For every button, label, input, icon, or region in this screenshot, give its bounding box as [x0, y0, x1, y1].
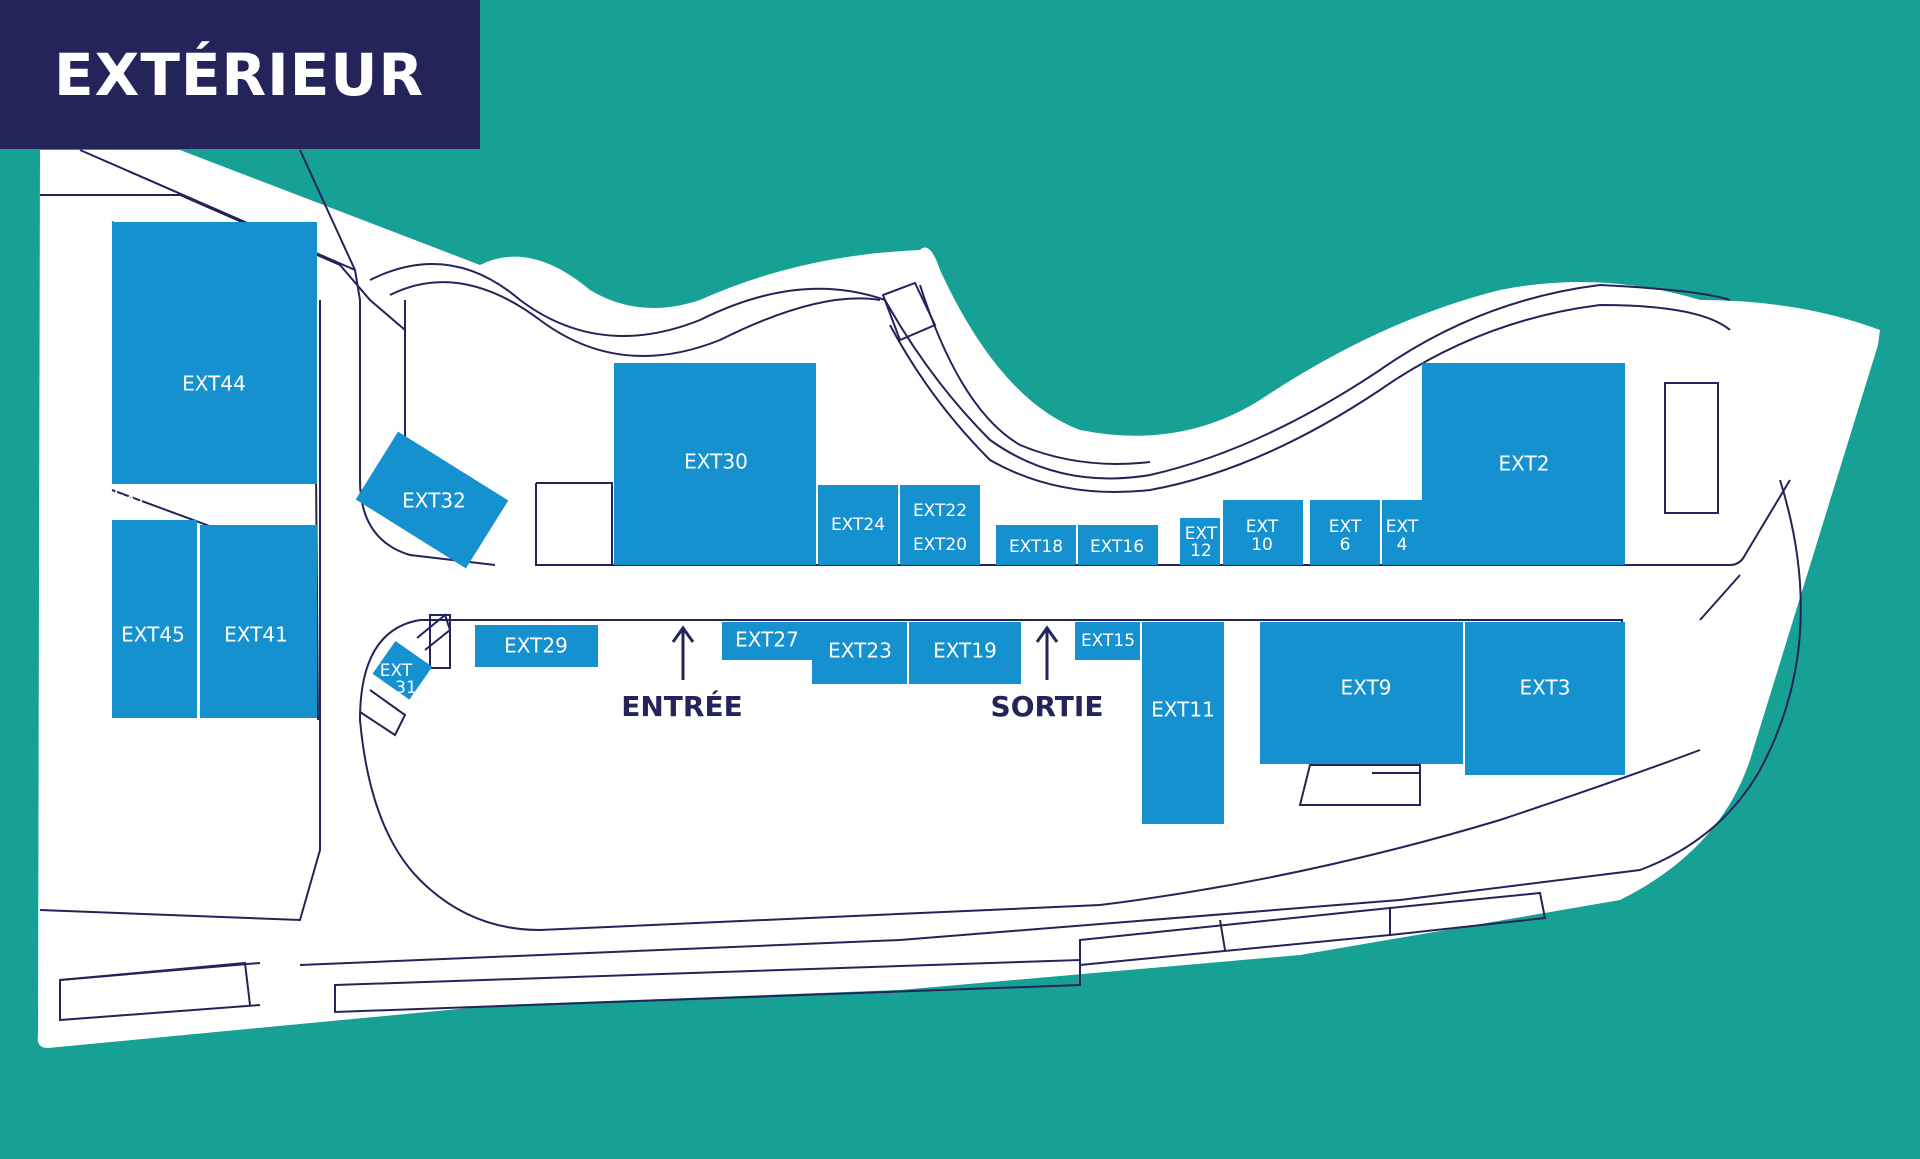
lot-label: EXT18 — [1009, 537, 1063, 557]
lot-ext23[interactable] — [812, 622, 907, 684]
lot-ext11[interactable] — [1142, 622, 1224, 824]
lot-label: 12 — [1190, 541, 1212, 561]
lot-ext45[interactable] — [112, 520, 197, 718]
lot-label: EXT2 — [1499, 452, 1550, 476]
lot-label: 4 — [1397, 535, 1408, 555]
lot-label: EXT3 — [1520, 676, 1571, 700]
lot-ext44[interactable] — [112, 222, 317, 484]
lot-label: EXT45 — [121, 623, 185, 647]
lot-ext2[interactable] — [1422, 363, 1625, 565]
lot-label: EXT20 — [913, 535, 967, 555]
lot-label: EXT24 — [831, 515, 885, 535]
lot-label: EXT — [380, 661, 413, 681]
lot-label: 6 — [1340, 535, 1351, 555]
lot-label: EXT11 — [1151, 698, 1215, 722]
map-outlines — [39, 149, 1802, 1022]
lot-label: 47 — [119, 505, 141, 525]
lot-label: EXT44 — [182, 372, 246, 396]
lot-ext18[interactable] — [996, 525, 1076, 565]
lot-ext12[interactable] — [1180, 518, 1220, 565]
lot-ext4[interactable] — [1382, 500, 1422, 565]
lot-label: EXT41 — [224, 623, 288, 647]
lot-ext22-20[interactable] — [900, 485, 980, 565]
lot-label: EXT — [1386, 517, 1419, 537]
lot-ext31[interactable] — [372, 640, 433, 700]
lot-label: EXT32 — [402, 489, 466, 513]
ground-area — [37, 150, 1881, 1048]
lot-ext9[interactable] — [1260, 622, 1463, 764]
lot-label: 31 — [395, 678, 417, 698]
exit-label: SORTIE — [991, 690, 1104, 723]
exit-arrow-icon — [1035, 625, 1059, 680]
lot-ext6[interactable] — [1310, 500, 1380, 565]
lot-ext30[interactable] — [614, 363, 816, 565]
lot-label: EXT23 — [828, 639, 892, 663]
lot-ext29[interactable] — [475, 625, 598, 667]
page-title: EXTÉRIEUR — [0, 0, 480, 149]
lot-label: EXT19 — [933, 639, 997, 663]
lot-label: EXT16 — [1090, 537, 1144, 557]
lot-label: 10 — [1251, 535, 1273, 555]
lot-ext27[interactable] — [722, 622, 812, 660]
lot-ext24[interactable] — [818, 485, 898, 565]
lot-label: EXT — [1185, 524, 1218, 544]
lot-ext15[interactable] — [1075, 622, 1140, 660]
lot-label: EXT29 — [504, 634, 568, 658]
lot-label: EXT — [1246, 517, 1279, 537]
lot-ext41[interactable] — [200, 525, 317, 718]
lot-label: EXT — [114, 487, 147, 507]
entry-label: ENTRÉE — [621, 689, 742, 723]
lot-ext3[interactable] — [1465, 622, 1625, 775]
lot-ext32[interactable] — [355, 431, 509, 569]
lot-label: EXT22 — [913, 501, 967, 521]
entry-arrow-icon — [671, 625, 695, 680]
lot-label: EXT27 — [735, 628, 799, 652]
lot-label: EXT15 — [1081, 631, 1135, 651]
lot-label: EXT — [1329, 517, 1362, 537]
lot-ext10[interactable] — [1223, 500, 1303, 565]
lot-label: EXT30 — [684, 450, 748, 474]
lot-ext19[interactable] — [909, 622, 1021, 684]
lot-label: EXT9 — [1341, 676, 1392, 700]
lot-ext16[interactable] — [1078, 525, 1158, 565]
